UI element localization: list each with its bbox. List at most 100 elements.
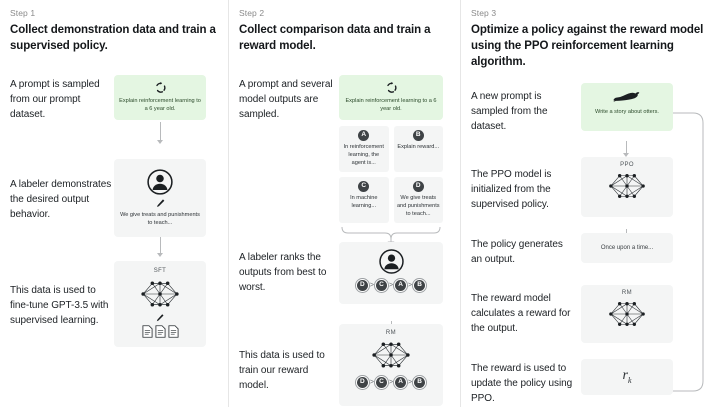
step-2-caption-1: A prompt and several model outputs are s… xyxy=(239,78,333,120)
output-text-c: In machine learning... xyxy=(350,195,378,210)
rank-chip-1: D xyxy=(356,279,368,291)
step-2-column: Step 2 Collect comparison data and train… xyxy=(228,0,460,407)
rank-separator: > xyxy=(408,281,413,289)
labeler-text-1: We give treats and punishments to teach.… xyxy=(120,211,200,226)
pencil-icon xyxy=(119,313,201,323)
step-3-column: Step 3 Optimize a policy against the rew… xyxy=(460,0,720,407)
step-1-title: Collect demonstration data and train a s… xyxy=(10,24,216,52)
step-3-body: A new prompt is sampled from the dataset… xyxy=(471,82,710,404)
step-3-row-3: The policy generates an output. Once upo… xyxy=(471,232,710,277)
sft-model-label: SFT xyxy=(153,267,167,274)
reward-box: rk xyxy=(581,358,673,395)
rm-model-label-3: RM xyxy=(621,289,633,296)
recycle-icon xyxy=(344,81,438,94)
step-2-body: A prompt and several model outputs are s… xyxy=(239,67,450,407)
step-3-row-4: The reward model calculates a reward for… xyxy=(471,284,710,351)
step-1-column: Step 1 Collect demonstration data and tr… xyxy=(0,0,228,407)
step-3-caption-5: The reward is used to update the policy … xyxy=(471,362,573,404)
neural-net-icon xyxy=(119,276,201,312)
prompt-text-1: Explain reinforcement learning to a 6 ye… xyxy=(119,97,201,112)
reward-model-box-3: RM xyxy=(581,284,673,343)
rm-rank-chip-4: B xyxy=(414,376,426,388)
rank-chip-3: A xyxy=(395,279,407,291)
step-3-row-1: A new prompt is sampled from the dataset… xyxy=(471,82,710,149)
rm-model-label: RM xyxy=(385,329,397,336)
output-tag-a: A xyxy=(358,129,370,141)
connector-arrow-4 xyxy=(626,140,627,155)
step-2-row-1: A prompt and several model outputs are s… xyxy=(239,67,450,247)
reward-symbol-base: r xyxy=(622,368,628,384)
rank-chip-2: C xyxy=(375,279,387,291)
reward-symbol-subscript: k xyxy=(627,375,632,385)
step-2-row-3: This data is used to train our reward mo… xyxy=(239,323,450,407)
rank-separator: > xyxy=(388,378,394,386)
step-3-label: Step 3 xyxy=(471,8,497,18)
prompt-box-1: Explain reinforcement learning to a 6 ye… xyxy=(114,74,206,120)
step-3-caption-1: A new prompt is sampled from the dataset… xyxy=(471,90,548,132)
step-2-caption-3: This data is used to train our reward mo… xyxy=(239,349,325,391)
output-tag-d: D xyxy=(412,181,424,193)
ppo-model-label: PPO xyxy=(620,161,634,168)
step-1-row-2: A labeler demonstrates the desired outpu… xyxy=(10,158,218,259)
rank-separator: > xyxy=(369,378,374,386)
labeler-box-1: We give treats and punishments to teach.… xyxy=(114,158,206,237)
step-1-caption-2: A labeler demonstrates the desired outpu… xyxy=(10,178,112,220)
step-2-row-2: A labeler ranks the outputs from best to… xyxy=(239,241,450,320)
output-text-d: We give treats and punishments to teach.… xyxy=(396,195,440,218)
rank-separator: > xyxy=(369,281,374,289)
ranking-row-rm: D > C > A > B xyxy=(343,376,439,388)
step-1-caption-1: A prompt is sampled from our prompt data… xyxy=(10,78,100,120)
connector-arrowhead-1 xyxy=(157,139,163,144)
prompt-and-outputs-group: Explain reinforcement learning to a 6 ye… xyxy=(339,74,443,248)
output-card-c: C In machine learning... xyxy=(339,177,389,224)
step-2-title: Collect comparison data and train a rewa… xyxy=(239,24,431,52)
otter-icon xyxy=(586,90,668,103)
documents-icon xyxy=(119,325,201,338)
step-2-label: Step 2 xyxy=(239,8,265,18)
connector-arrowhead-2 xyxy=(157,252,163,257)
step-2-caption-2: A labeler ranks the outputs from best to… xyxy=(239,251,327,293)
reward-model-box: RM xyxy=(339,323,443,406)
prompt-box-2: Explain reinforcement learning to a 6 ye… xyxy=(339,74,443,120)
output-card-d: D We give treats and punishments to teac… xyxy=(393,177,443,224)
model-outputs-grid: A In reinforcement learning, the agent i… xyxy=(339,125,443,224)
rm-rank-chip-1: D xyxy=(356,376,368,388)
pencil-icon xyxy=(119,198,201,209)
step-3-caption-3: The policy generates an output. xyxy=(471,238,563,265)
ranking-row-labeler: D > C > A > B xyxy=(343,279,439,291)
output-card-a: A In reinforcement learning, the agent i… xyxy=(339,125,389,173)
step-1-row-3: This data is used to fine-tune GPT-3.5 w… xyxy=(10,260,218,361)
step-1-row-1: A prompt is sampled from our prompt data… xyxy=(10,67,218,159)
output-tag-b: B xyxy=(412,129,424,141)
sft-model-box: SFT xyxy=(114,260,206,347)
rm-rank-chip-3: A xyxy=(395,376,407,388)
generated-output-box: Once upon a time... xyxy=(581,232,673,263)
step-3-caption-4: The reward model calculates a reward for… xyxy=(471,292,571,334)
prompt-box-3: Write a story about otters. xyxy=(581,82,673,131)
rank-chip-4: B xyxy=(414,279,426,291)
connector-arrow-1 xyxy=(160,121,161,142)
connector-arrowhead-4 xyxy=(623,152,629,157)
step-1-body: A prompt is sampled from our prompt data… xyxy=(10,67,218,361)
reward-symbol: rk xyxy=(622,368,631,385)
person-icon xyxy=(343,248,439,275)
neural-net-icon xyxy=(585,169,669,203)
recycle-icon xyxy=(119,81,201,94)
step-3-row-2: The PPO model is initialized from the su… xyxy=(471,156,710,225)
neural-net-icon xyxy=(585,297,669,331)
output-text-b: Explain reward... xyxy=(397,143,440,150)
rank-separator: > xyxy=(388,281,394,289)
rm-rank-chip-2: C xyxy=(375,376,387,388)
step-3-row-5: The reward is used to update the policy … xyxy=(471,358,710,404)
prompt-text-3: Write a story about otters. xyxy=(595,108,659,115)
neural-net-icon xyxy=(343,337,439,373)
output-tag-c: C xyxy=(358,181,370,193)
person-icon xyxy=(119,168,201,196)
prompt-text-2: Explain reinforcement learning to a 6 ye… xyxy=(345,97,437,112)
output-card-b: B Explain reward... xyxy=(393,125,443,173)
generated-output-text: Once upon a time... xyxy=(600,244,654,251)
step-3-caption-2: The PPO model is initialized from the su… xyxy=(471,168,552,210)
output-text-a: In reinforcement learning, the agent is.… xyxy=(343,143,384,166)
labeler-ranking-box: D > C > A > B xyxy=(339,241,443,304)
